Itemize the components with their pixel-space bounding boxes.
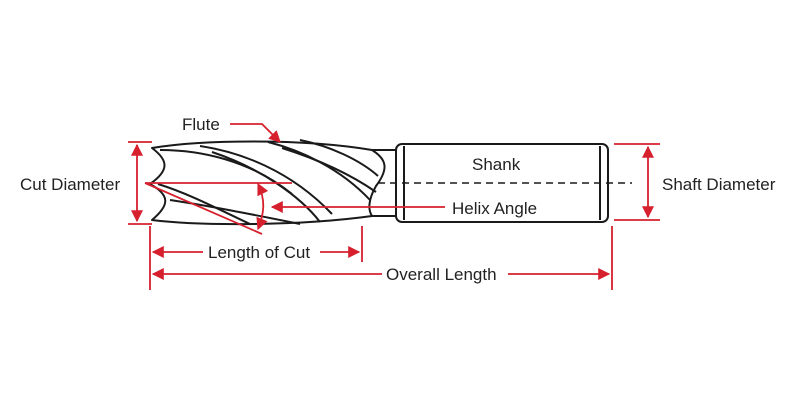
dimension-lines	[128, 123, 660, 290]
flute-helix-4	[299, 139, 379, 177]
helix-angle-label: Helix Angle	[452, 199, 537, 218]
shank-label: Shank	[472, 155, 521, 174]
flute-helix-5	[157, 183, 251, 225]
flute-helix-6	[169, 199, 301, 225]
end-mill-tool	[149, 139, 609, 226]
overall-length-label: Overall Length	[386, 265, 497, 284]
flute-leader	[230, 123, 281, 143]
flute-helix-8	[281, 147, 377, 193]
flute-label: Flute	[182, 115, 220, 134]
cut-diameter-label: Cut Diameter	[20, 175, 120, 194]
shaft-diameter-label: Shaft Diameter	[662, 175, 776, 194]
flute-helix-2	[199, 145, 333, 215]
helix-reference-angle	[144, 182, 263, 235]
helix-angle-arc	[256, 182, 269, 231]
length-of-cut-label: Length of Cut	[208, 243, 310, 262]
